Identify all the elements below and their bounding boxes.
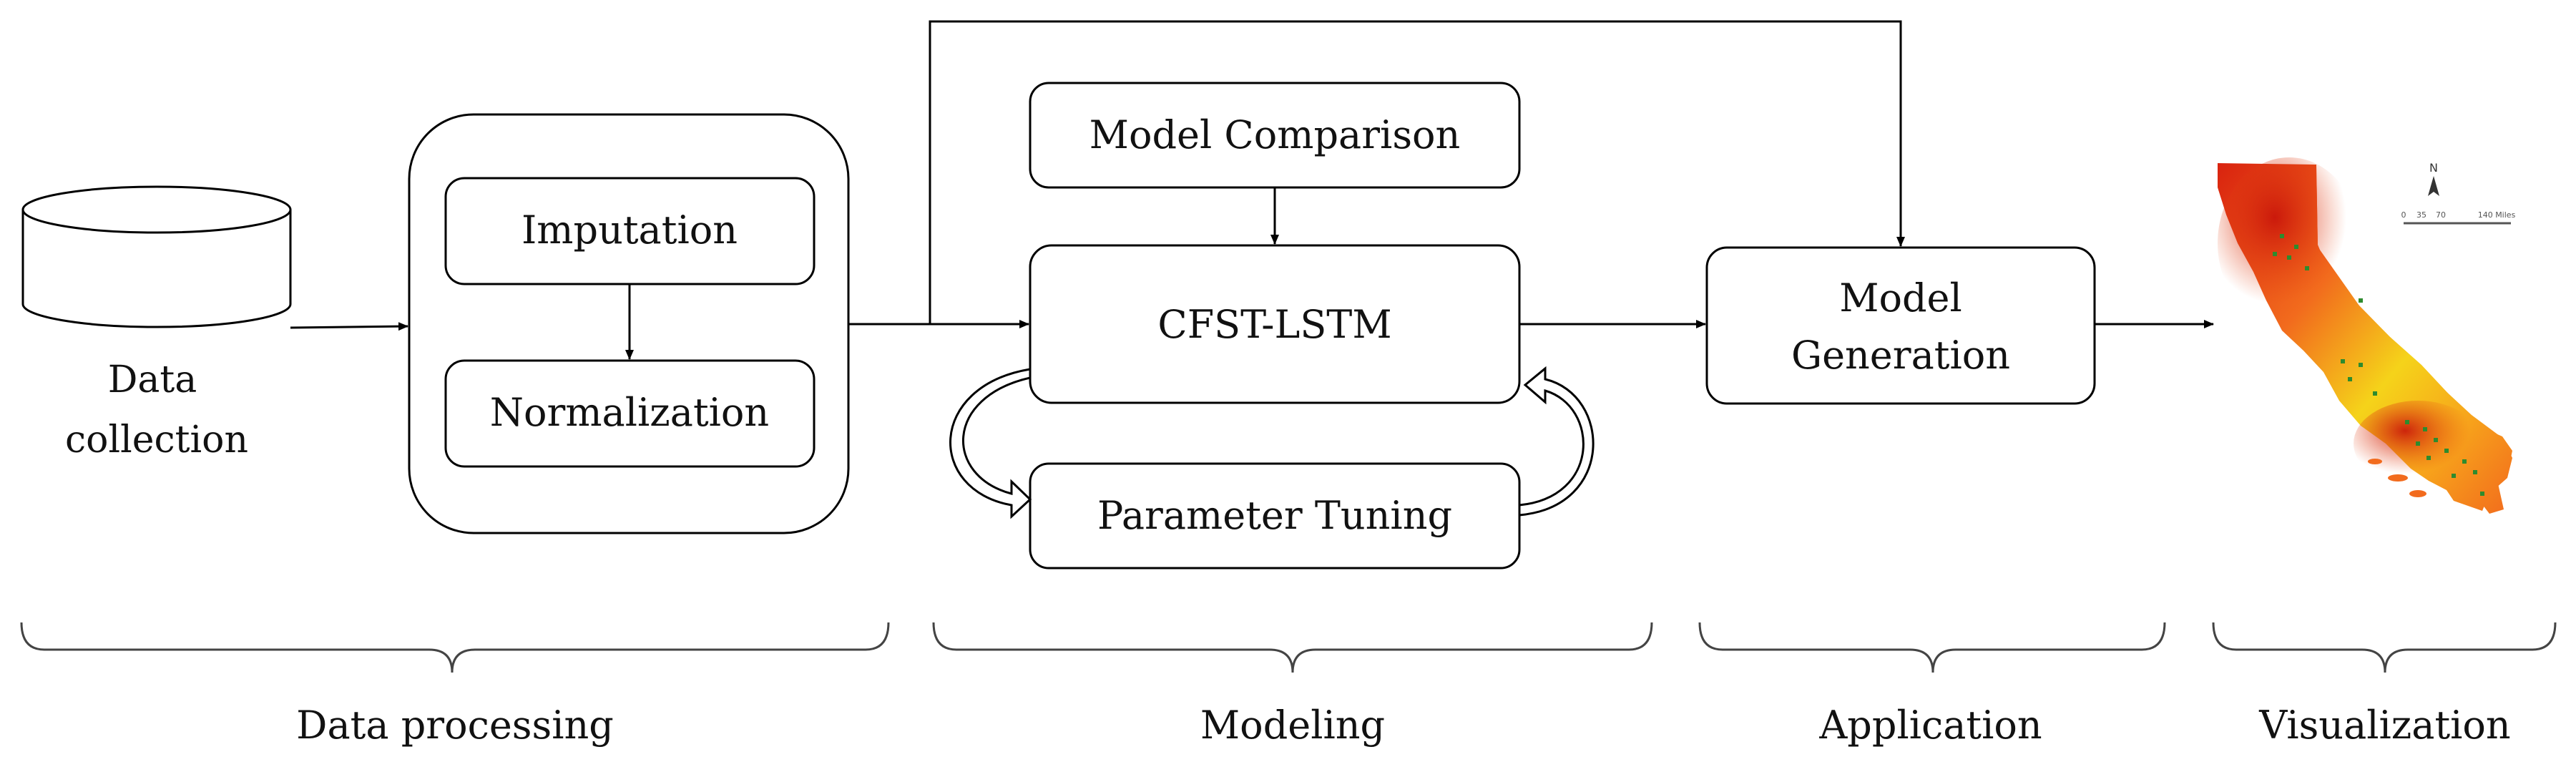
scale-tick-label: 70 <box>2436 210 2446 220</box>
station-marker <box>2341 359 2345 363</box>
station-marker <box>2405 420 2409 424</box>
scale-tick-label: 35 <box>2416 210 2426 220</box>
scale-tick-label: 0 <box>2401 210 2406 220</box>
model-generation-label-line2: Generation <box>1791 333 2010 378</box>
connector-arrows <box>290 20 2214 360</box>
station-marker <box>2480 492 2484 496</box>
brace-visualization <box>2212 622 2557 673</box>
normalization-label: Normalization <box>490 390 769 435</box>
island-2 <box>2409 490 2426 497</box>
model-comparison-label: Model Comparison <box>1089 112 1461 157</box>
database-cylinder-icon <box>21 210 292 328</box>
normalization-box <box>444 359 816 468</box>
data-collection-label-line1: Data <box>108 358 197 401</box>
map-scale-ticks: 0 35 70 140 Miles <box>2401 210 2516 220</box>
station-marker <box>2423 427 2427 431</box>
stage-label-application: Application <box>1818 703 2042 748</box>
database-cylinder-top <box>21 185 292 234</box>
island-3 <box>2368 459 2382 464</box>
station-marker <box>2444 449 2449 453</box>
station-marker <box>2416 441 2420 446</box>
station-marker <box>2426 456 2431 460</box>
imputation-label: Imputation <box>521 207 738 253</box>
data-processing-group: Imputation Normalization <box>408 113 850 534</box>
hotspot-north <box>2218 157 2361 329</box>
station-marker <box>2305 266 2309 270</box>
station-marker <box>2359 363 2363 367</box>
data-collection-label-line2: collection <box>65 419 248 461</box>
loop-arrow-left-icon <box>949 368 1032 519</box>
stage-label-visualization: Visualization <box>2258 703 2510 748</box>
application-group: Model Generation <box>1705 246 2096 405</box>
tuning-loop-arrows <box>949 366 1595 519</box>
parameter-tuning-label: Parameter Tuning <box>1097 493 1452 538</box>
model-generation-box <box>1705 246 2096 405</box>
brace-modeling <box>932 622 1653 673</box>
arrow-collection-to-processing <box>290 322 408 331</box>
station-marker <box>2359 298 2363 303</box>
stage-label-data-processing: Data processing <box>296 703 614 748</box>
station-marker <box>2473 470 2477 474</box>
modeling-group: Model Comparison CFST-LSTM Parameter Tun… <box>1029 82 1521 570</box>
arrow-bypass-to-generation <box>929 20 1905 324</box>
brace-application <box>1698 622 2166 673</box>
station-marker <box>2462 459 2467 464</box>
scale-tick-label: 140 Miles <box>2478 210 2516 220</box>
station-marker <box>2287 255 2291 260</box>
stage-label-modeling: Modeling <box>1200 703 1385 748</box>
station-marker <box>2294 245 2298 249</box>
station-marker <box>2434 438 2438 442</box>
data-collection-node: Data collection <box>21 185 292 461</box>
station-marker <box>2348 377 2352 381</box>
model-generation-label-line1: Model <box>1839 275 1962 321</box>
station-markers <box>2273 234 2484 496</box>
stage-labels: Data processing Modeling Application Vis… <box>296 703 2511 748</box>
cfst-lstm-label: CFST-LSTM <box>1157 302 1391 347</box>
brace-data-processing <box>20 622 890 673</box>
loop-arrow-right-icon <box>1518 366 1595 517</box>
station-marker <box>2452 474 2456 478</box>
north-arrow-icon <box>2428 176 2439 196</box>
island-1 <box>2388 474 2408 482</box>
north-arrow-label: N <box>2429 161 2438 175</box>
station-marker <box>2280 234 2284 238</box>
station-marker <box>2273 252 2277 256</box>
stage-braces <box>20 622 2557 673</box>
station-marker <box>2373 391 2377 396</box>
california-heatmap: N 0 35 70 140 Miles <box>2218 157 2516 514</box>
